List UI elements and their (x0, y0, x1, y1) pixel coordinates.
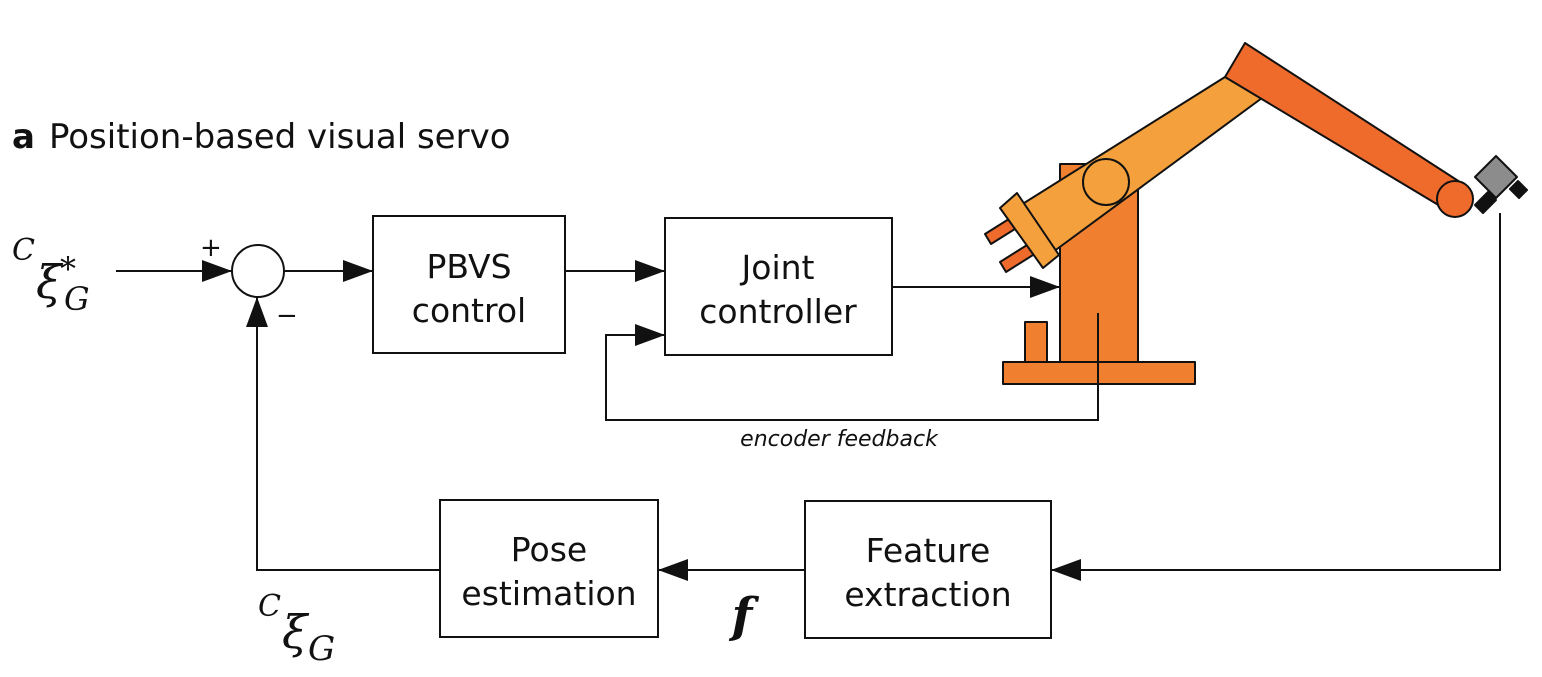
panel-title: a Position-based visual servo (12, 117, 511, 157)
estimate-base: ξ (282, 605, 310, 659)
robot-forearm (1224, 42, 1464, 213)
pose-estimation-block (439, 499, 659, 638)
feature-label-line2: extraction (844, 575, 1011, 614)
camera-lens (1509, 180, 1528, 199)
pose-label-line2: estimation (461, 574, 636, 613)
feature-label-line1: Feature (866, 531, 991, 570)
pbvs-label-line1: PBVS (426, 247, 511, 286)
camera-body (1474, 155, 1518, 199)
pbvs-control-block (372, 215, 566, 354)
reference-star: * (60, 250, 76, 288)
panel-letter: a (12, 117, 35, 157)
reference-subscript: G (64, 280, 90, 318)
feature-extraction-block (804, 500, 1052, 639)
summing-junction (231, 244, 285, 298)
reference-base: ξ (36, 255, 64, 309)
camera-to-feature-path (1051, 213, 1501, 581)
reference-pose-symbol: C ξ * G (12, 233, 90, 318)
reference-superscript: C (12, 233, 35, 268)
estimate-subscript: G (308, 629, 335, 669)
pbvs-label-line2: control (412, 291, 526, 330)
joint-label-line2: controller (699, 292, 857, 331)
robot-base-post (1024, 321, 1048, 363)
feature-vector-symbol: f (729, 588, 760, 644)
robot-gripper-plate (999, 192, 1060, 269)
joint-label-line1: Joint (740, 248, 815, 287)
minus-sign: − (276, 301, 298, 331)
joint-controller-block (664, 217, 893, 356)
robot-shoulder-joint (1082, 158, 1130, 206)
estimate-superscript: C (258, 589, 281, 624)
panel-title-text: Position-based visual servo (49, 117, 511, 157)
encoder-feedback-path (605, 313, 1099, 421)
encoder-feedback-label: encoder feedback (740, 427, 939, 452)
estimated-pose-symbol: C ξ G (258, 589, 335, 669)
plus-sign: + (200, 233, 222, 263)
camera-mount (1474, 191, 1497, 214)
robot-wrist-joint (1436, 180, 1474, 218)
robot-arm (984, 42, 1528, 385)
pose-label-line1: Pose (511, 530, 587, 569)
pose-feedback-path (246, 297, 440, 571)
